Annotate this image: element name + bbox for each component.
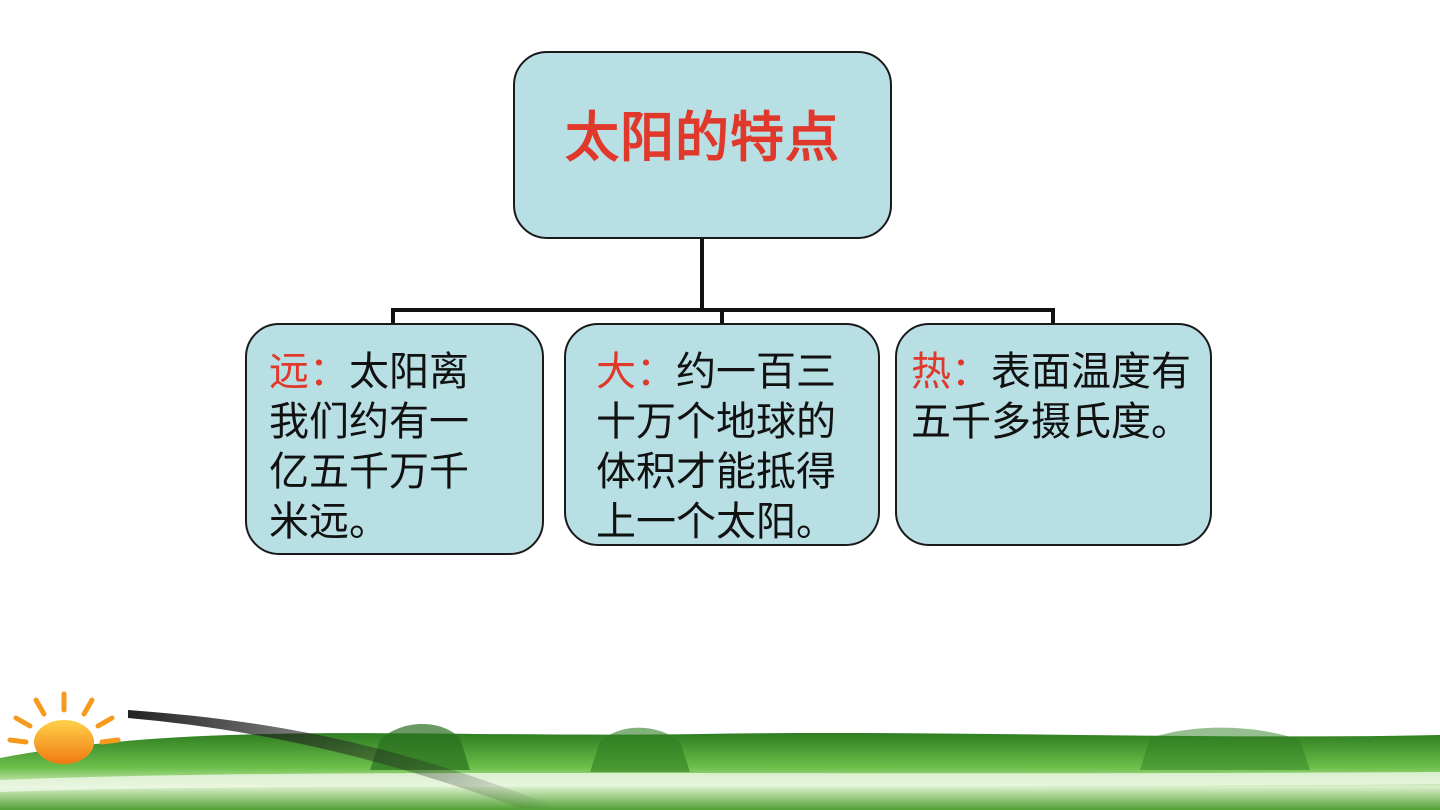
child-desc: 约一百三十万个地球的体积才能抵得上一个太阳。 xyxy=(596,349,836,545)
connector-child-3 xyxy=(1051,308,1055,325)
grass-strip xyxy=(0,723,1440,810)
child-node-big: 大：约一百三十万个地球的体积才能抵得上一个太阳。 xyxy=(564,323,880,546)
connector-root-down xyxy=(700,239,704,311)
child-node-hot: 热：表面温度有五千多摄氏度。 xyxy=(895,323,1212,546)
child-key: 热： xyxy=(911,349,991,395)
connector-child-2 xyxy=(720,308,724,325)
child-key: 大： xyxy=(596,349,676,395)
child-text: 热：表面温度有五千多摄氏度。 xyxy=(911,347,1211,447)
sun-icon xyxy=(7,691,121,764)
child-node-far: 远：太阳离我们约有一亿五千万千米远。 xyxy=(245,323,544,555)
root-node: 太阳的特点 xyxy=(513,51,892,239)
child-text: 大：约一百三十万个地球的体积才能抵得上一个太阳。 xyxy=(596,347,856,547)
connector-child-1 xyxy=(391,308,395,325)
child-text: 远：太阳离我们约有一亿五千万千米远。 xyxy=(269,347,489,547)
child-desc: 太阳离我们约有一亿五千万千米远。 xyxy=(269,349,469,545)
swoosh xyxy=(128,710,560,808)
root-title: 太阳的特点 xyxy=(565,106,840,169)
child-key: 远： xyxy=(269,349,349,395)
footer-banner xyxy=(0,691,1440,810)
child-desc: 表面温度有五千多摄氏度。 xyxy=(911,349,1191,445)
